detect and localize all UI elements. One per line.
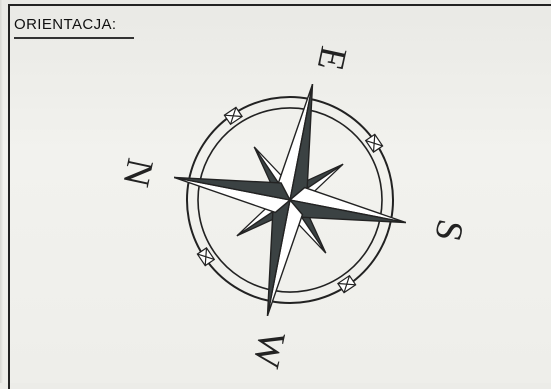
- compass-label-west: W: [244, 328, 293, 372]
- compass-label-north: N: [114, 155, 161, 191]
- compass-label-east: E: [309, 43, 355, 74]
- cardinal-points: [152, 62, 429, 339]
- compass-label-south: S: [426, 216, 471, 245]
